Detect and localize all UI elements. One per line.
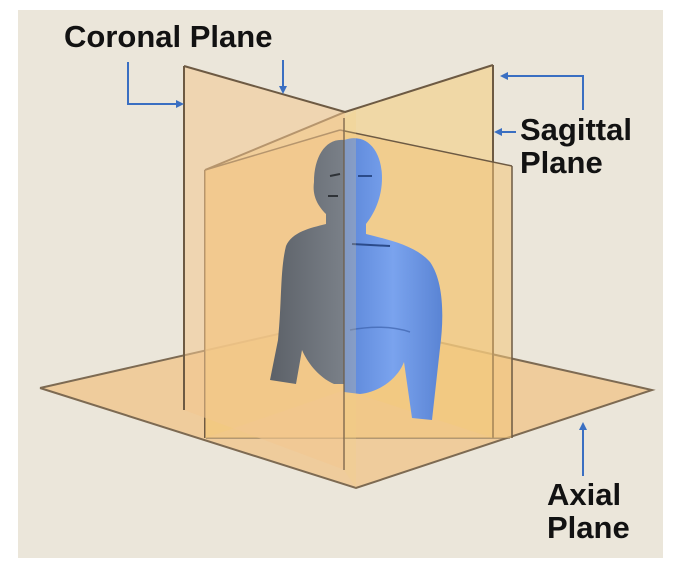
axial-label-line-2: Plane: [547, 511, 630, 544]
axial-plane-label: Axial Plane: [547, 478, 630, 545]
sagittal-plane-front: [344, 110, 356, 488]
coronal-plane-label: Coronal Plane: [64, 20, 272, 53]
sagittal-label-line-1: Sagittal: [520, 113, 632, 146]
sagittal-plane-label: Sagittal Plane: [520, 113, 632, 180]
sagittal-label-line-2: Plane: [520, 146, 632, 179]
axial-label-line-1: Axial: [547, 478, 630, 511]
